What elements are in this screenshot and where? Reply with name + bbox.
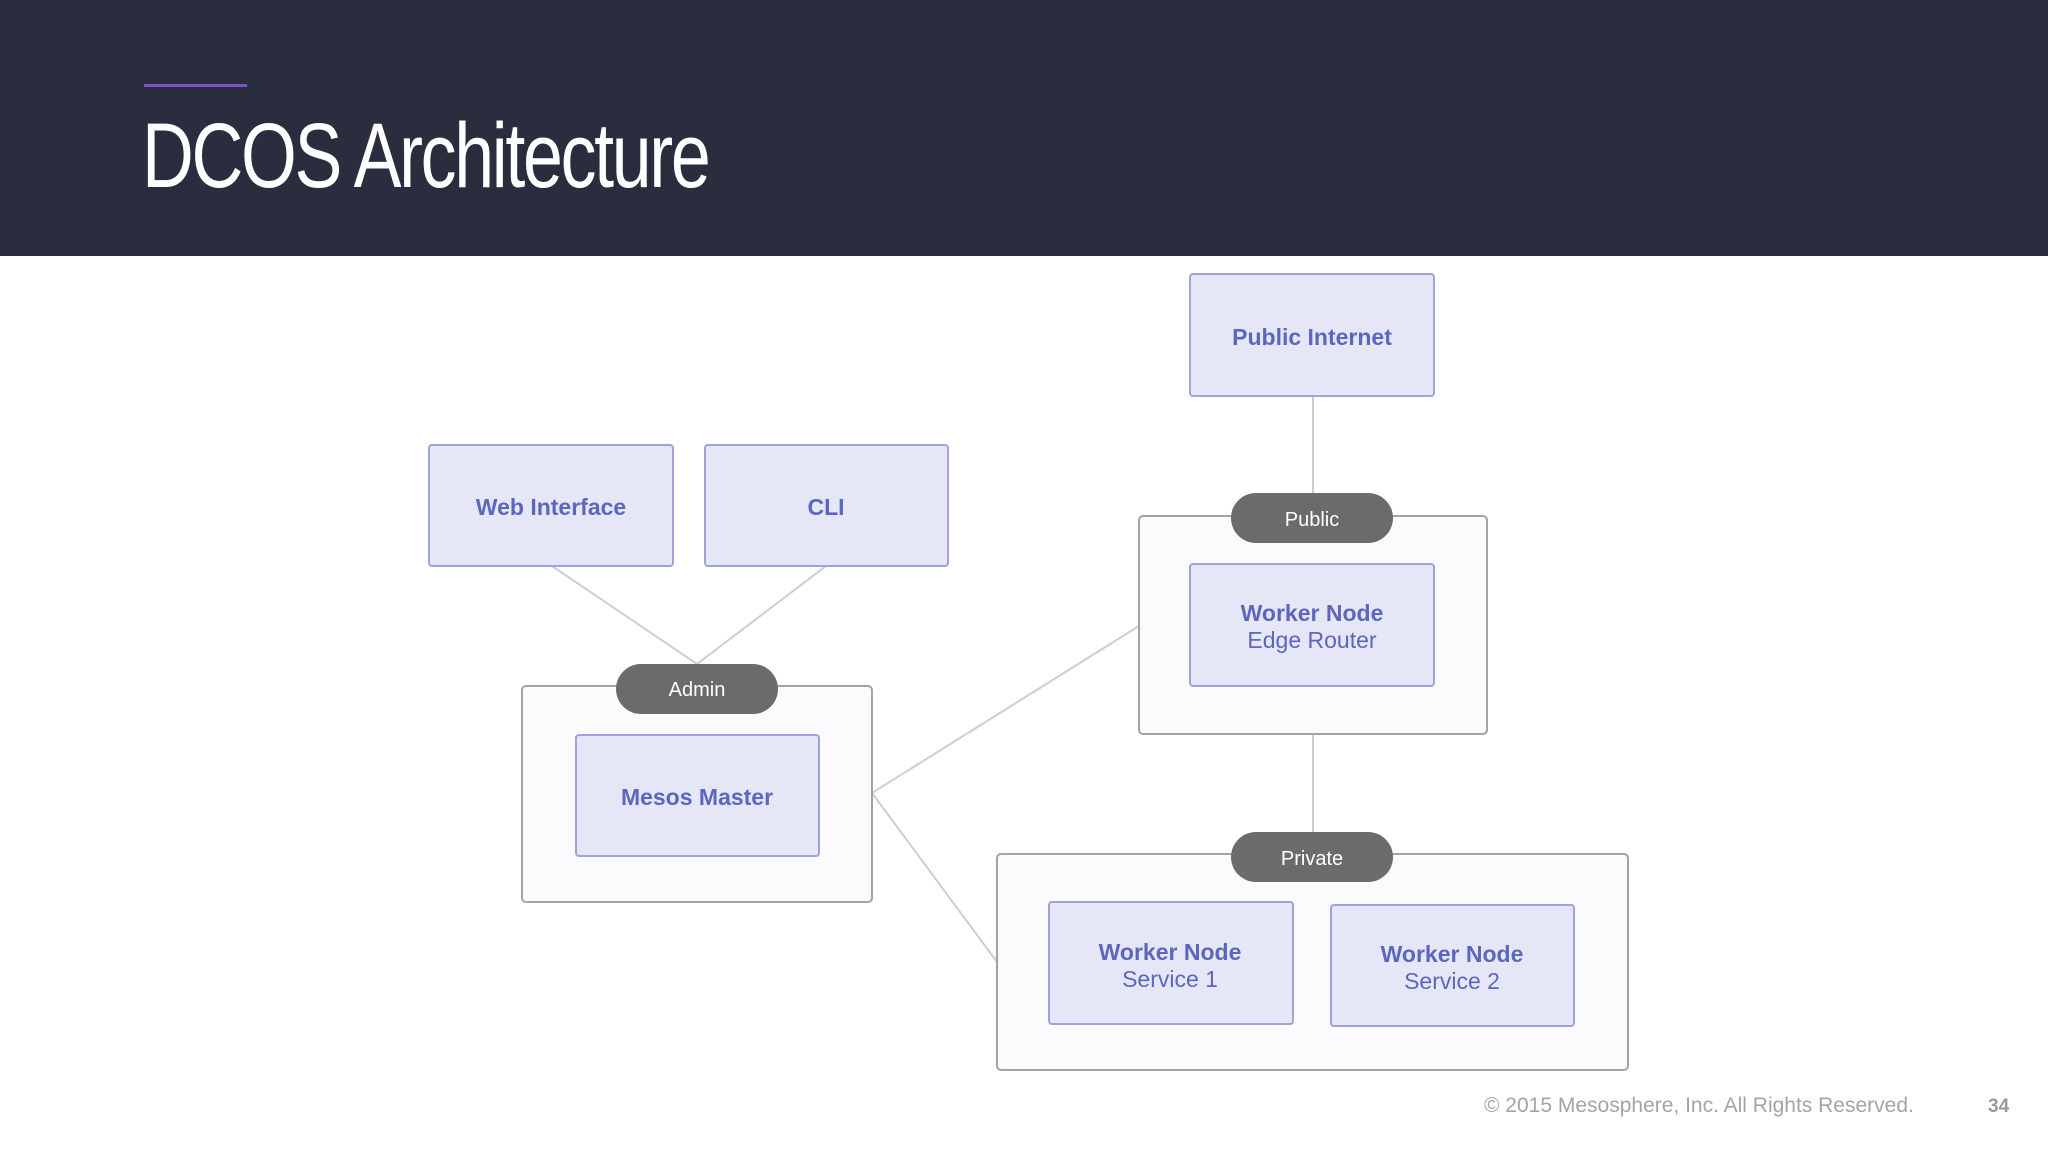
node-mesos-master: Mesos Master <box>575 734 820 857</box>
pill-public: Public <box>1231 493 1393 543</box>
service2-subtitle: Service 2 <box>1404 968 1500 994</box>
mesos-master-label: Mesos Master <box>621 784 773 810</box>
edge-router-title: Worker Node <box>1241 600 1384 626</box>
connector-admin-private <box>871 792 998 963</box>
node-service1: Worker Node Service 1 <box>1048 901 1294 1025</box>
node-public-internet: Public Internet <box>1189 273 1435 397</box>
public-internet-label: Public Internet <box>1232 324 1392 350</box>
service1-title: Worker Node <box>1099 939 1242 965</box>
edge-router-subtitle: Edge Router <box>1247 627 1376 653</box>
slide-title: DCOS Architecture <box>142 105 711 207</box>
connector-cli-admin <box>696 565 827 665</box>
page-number: 34 <box>1988 1096 2010 1117</box>
cli-label: CLI <box>807 494 844 520</box>
pill-private-label: Private <box>1281 848 1343 870</box>
node-edge-router: Worker Node Edge Router <box>1189 563 1435 687</box>
pill-admin-label: Admin <box>669 679 726 701</box>
node-service2: Worker Node Service 2 <box>1330 904 1575 1027</box>
web-interface-label: Web Interface <box>476 494 626 520</box>
service1-subtitle: Service 1 <box>1122 966 1218 992</box>
pill-admin: Admin <box>616 664 778 714</box>
connector-web-interface-admin <box>551 565 698 665</box>
title-accent-line <box>144 84 247 87</box>
connectors <box>551 396 1314 963</box>
copyright-footer: © 2015 Mesosphere, Inc. All Rights Reser… <box>1484 1094 1914 1117</box>
node-web-interface[interactable]: Web Interface <box>428 444 674 567</box>
connector-admin-public <box>871 625 1140 794</box>
service2-title: Worker Node <box>1381 941 1524 967</box>
node-cli[interactable]: CLI <box>704 444 949 567</box>
pill-public-label: Public <box>1285 509 1339 531</box>
pill-private: Private <box>1231 832 1393 882</box>
slide-header: DCOS Architecture <box>0 0 2048 256</box>
